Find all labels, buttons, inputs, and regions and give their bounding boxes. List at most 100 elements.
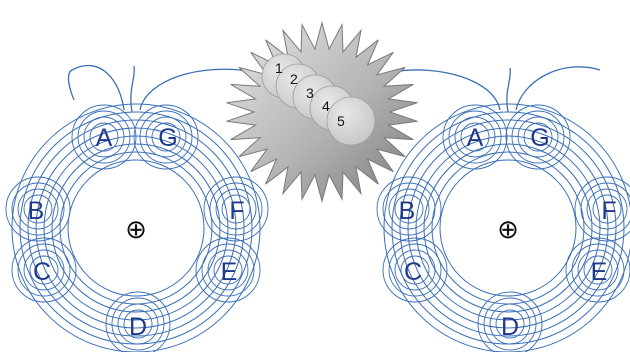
right-coil-pad-d-loop-1 — [495, 309, 525, 339]
right-coil-center-mark: ⊕ — [497, 214, 519, 244]
left-coil-label-g: G — [158, 124, 177, 152]
left-coil-pad-g-loop-2 — [145, 116, 187, 158]
star-label-3: 3 — [306, 85, 314, 101]
right-coil-label-d: D — [501, 313, 519, 341]
right-coil-pad-a-loop-4 — [442, 104, 508, 170]
left-coil-pad-a-loop-1 — [89, 122, 119, 152]
right-coil-pad-g-loop-1 — [523, 122, 553, 152]
left-coil-ring-5 — [35, 127, 237, 329]
star-label-4: 4 — [322, 98, 330, 114]
left-coil-winding-pads — [5, 104, 269, 352]
right-coil-pad-c-loop-2 — [394, 249, 436, 291]
right-coil-winding-pads — [376, 104, 630, 352]
right-coil-label-f: F — [601, 197, 616, 225]
left-coil-pad-b-loop-3 — [11, 182, 65, 236]
right-coil-ring-5 — [407, 127, 609, 329]
left-coil-pad-f-loop-2 — [215, 188, 257, 230]
right-coil-pad-c-loop-1 — [400, 255, 430, 285]
right-coil-pad-f-loop-4 — [574, 176, 630, 242]
right-coil-pad-c-loop-3 — [388, 243, 442, 297]
left-coil-label-f: F — [229, 197, 244, 225]
star-label-1: 1 — [275, 60, 283, 76]
left-coil-pad-a-loop-2 — [83, 116, 125, 158]
right-coil-pad-d-loop-3 — [483, 297, 537, 351]
left-coil-label-d: D — [129, 313, 147, 341]
right-coil-label-a: A — [467, 124, 484, 152]
left-coil-pad-e-loop-4 — [195, 237, 261, 303]
left-coil-label-b: B — [28, 197, 45, 225]
right-coil-ring-3 — [423, 143, 593, 313]
left-coil-pad-d-loop-3 — [111, 297, 165, 351]
left-coil-pad-g-loop-1 — [151, 122, 181, 152]
right-coil-pad-g-loop-4 — [505, 104, 571, 170]
right-coil-label-e: E — [591, 258, 608, 286]
star-label-2: 2 — [290, 71, 298, 87]
left-coil-ring-1 — [67, 159, 205, 297]
right-coil-pad-b-loop-2 — [388, 188, 430, 230]
right-coil-pad-e-loop-3 — [571, 243, 625, 297]
left-coil-pad-b-loop-2 — [17, 188, 59, 230]
left-coil-pad-a-loop-3 — [77, 110, 131, 164]
left-coil-pad-f-loop-4 — [203, 176, 269, 242]
right-coil-pad-e-loop-2 — [577, 249, 619, 291]
star-label-5: 5 — [337, 113, 345, 129]
left-coil-pad-c-loop-4 — [11, 237, 77, 303]
left-coil-pad-c-loop-2 — [23, 249, 65, 291]
right-coil-pad-c-loop-4 — [382, 237, 448, 303]
right-coil-lead-wire-center — [506, 67, 511, 113]
left-coil-pad-d-loop-2 — [117, 303, 159, 345]
right-coil-ring-8 — [383, 103, 630, 352]
left-coil-label-a: A — [96, 124, 113, 152]
right-coil-pad-g-loop-2 — [517, 116, 559, 158]
right-coil-pad-e-loop-1 — [583, 255, 613, 285]
left-coil-pad-g-loop-3 — [139, 110, 193, 164]
left-coil-pad-g-loop-4 — [133, 104, 199, 170]
left-coil-pad-b-loop-4 — [5, 176, 71, 242]
left-coil-pad-e-loop-2 — [207, 249, 249, 291]
left-coil-winding-rings — [11, 103, 261, 352]
left-coil-pad-c-loop-1 — [29, 255, 59, 285]
right-coil-label-b: B — [399, 197, 416, 225]
left-coil-pad-d-loop-1 — [123, 309, 153, 339]
left-coil-ring-6 — [27, 119, 245, 337]
left-coil-pad-f-loop-1 — [221, 194, 251, 224]
left-coil-pad-a-loop-4 — [71, 104, 137, 170]
left-coil-pad-f-loop-3 — [209, 182, 263, 236]
right-coil-label-c: C — [404, 258, 422, 286]
right-coil-pad-e-loop-4 — [565, 237, 630, 303]
left-coil-lead-wire-left — [67, 64, 125, 111]
star-rotor: 1 2 3 4 5 — [226, 20, 418, 204]
right-coil-pad-b-loop-3 — [382, 182, 436, 236]
right-coil-pad-f-loop-2 — [586, 188, 628, 230]
right-coil-pad-g-loop-3 — [511, 110, 565, 164]
right-coil-lead-wire-right — [515, 66, 601, 111]
right-coil-ring-1 — [439, 159, 577, 297]
left-coil-ring-3 — [51, 143, 221, 313]
left-coil-pad-b-loop-1 — [23, 194, 53, 224]
left-coil-pad-e-loop-3 — [201, 243, 255, 297]
right-coil-pad-a-loop-3 — [448, 110, 502, 164]
right-coil-pad-d-loop-4 — [477, 291, 543, 352]
left-coil-label-c: C — [33, 258, 51, 286]
left-coil-pad-e-loop-1 — [213, 255, 243, 285]
left-coil-pad-c-loop-3 — [17, 243, 71, 297]
right-coil-label-g: G — [530, 124, 549, 152]
right-coil-pad-d-loop-2 — [489, 303, 531, 345]
left-coil-lead-wire-right — [139, 68, 256, 111]
right-coil-pad-a-loop-1 — [460, 122, 490, 152]
right-coil-pad-b-loop-4 — [376, 176, 442, 242]
right-coil-pad-a-loop-2 — [454, 116, 496, 158]
left-coil-pad-d-loop-4 — [105, 291, 171, 352]
right-coil-ring-6 — [399, 119, 617, 337]
right-coil-pad-f-loop-1 — [592, 194, 622, 224]
right-coil-lead-wire-left — [391, 69, 501, 111]
left-coil-lead-wire-center — [130, 65, 135, 113]
right-coil-pad-b-loop-1 — [394, 194, 424, 224]
star-bubble-5 — [326, 96, 376, 146]
left-coil: A G B F C E D ⊕ — [5, 64, 269, 352]
star-inner-bubbles — [261, 53, 376, 146]
left-coil-center-mark: ⊕ — [125, 214, 147, 244]
right-coil-pad-f-loop-3 — [580, 182, 630, 236]
right-coil: A G B F C E D ⊕ — [376, 66, 630, 352]
